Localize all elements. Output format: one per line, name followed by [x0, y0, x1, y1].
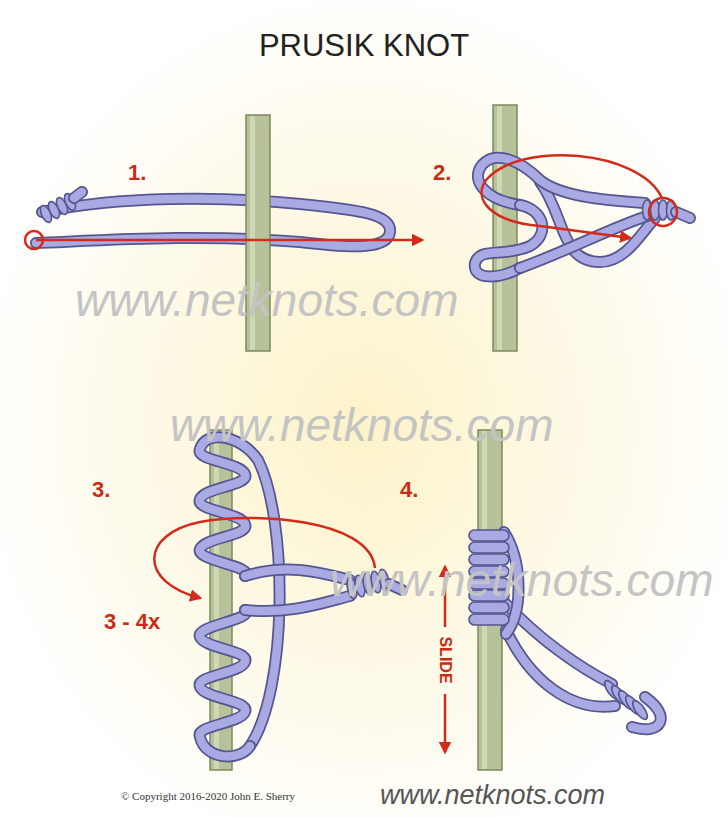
slide-label: SLIDE: [437, 636, 453, 683]
step-2-figure: [475, 105, 690, 351]
knot-coils: [38, 192, 82, 224]
direction-arrow: [36, 239, 422, 242]
step-number: 4.: [400, 479, 418, 501]
step-number: 2.: [433, 162, 451, 184]
copyright: © Copyright 2016-2020 John E. Sherry: [121, 791, 295, 802]
slide-arrow: [444, 694, 447, 752]
pole: [493, 105, 517, 351]
highlight-circle: [649, 198, 677, 226]
watermark: www.netknots.com: [330, 557, 713, 603]
watermark: www.netknots.com: [170, 402, 553, 448]
direction-arrow: [482, 155, 662, 238]
repeat-count: 3 - 4x: [104, 611, 160, 633]
title: PRUSIK KNOT: [259, 30, 469, 61]
step-number: 3.: [92, 479, 110, 501]
knot-coils: [602, 678, 650, 721]
watermark: www.netknots.com: [380, 782, 605, 809]
step-number: 1.: [128, 162, 146, 184]
watermark: www.netknots.com: [75, 277, 458, 323]
highlight-circle: [25, 231, 43, 249]
